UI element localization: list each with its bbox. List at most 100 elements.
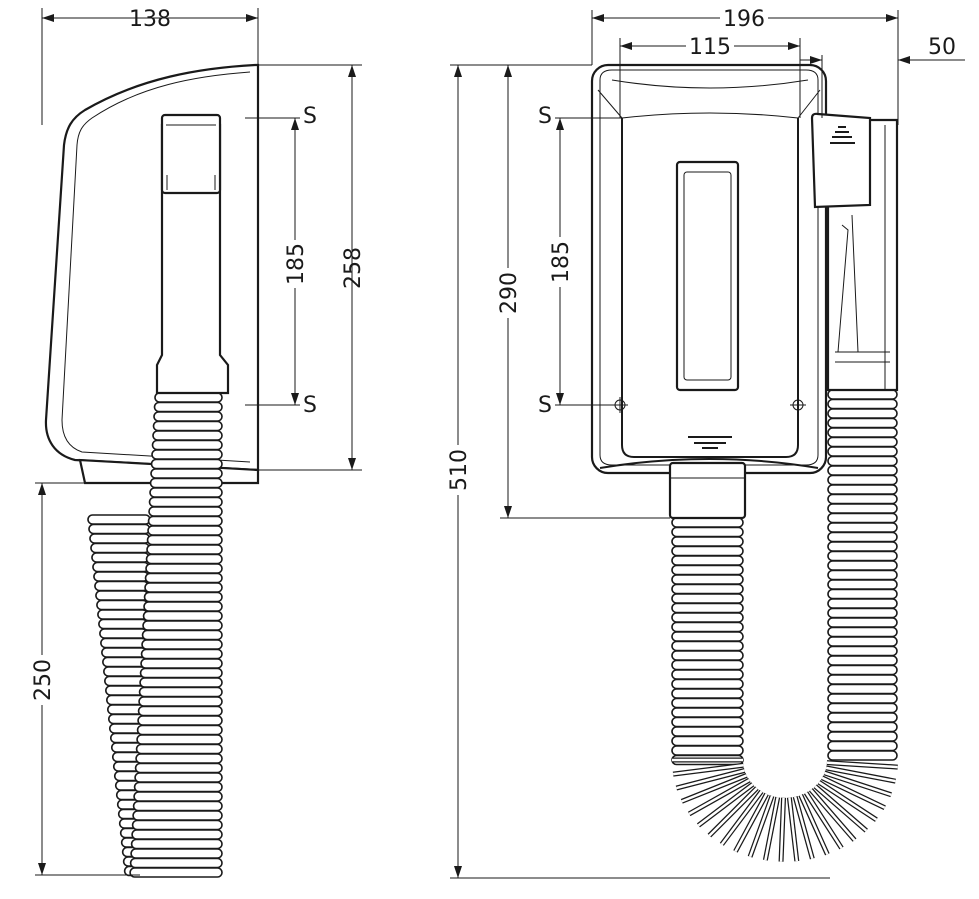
- side-handle: [155, 113, 230, 395]
- hose-ring: [91, 552, 150, 563]
- hose-ring: [827, 750, 898, 761]
- hose-ring: [129, 857, 223, 869]
- hose-ring: [827, 636, 898, 647]
- hose-ring: [827, 398, 898, 410]
- hose-ring: [827, 607, 898, 619]
- hose-ring: [671, 564, 744, 576]
- side-hose-front: [129, 392, 223, 878]
- hose-ring: [671, 631, 744, 642]
- hose-ring: [671, 669, 744, 680]
- hose-bend-ring: [793, 796, 814, 860]
- hose-ring: [827, 645, 898, 657]
- hose-ring: [145, 553, 223, 565]
- hose-ring: [827, 493, 898, 505]
- hose-bend-ring: [825, 766, 896, 783]
- total-height-label: 510: [447, 449, 472, 491]
- hose-ring: [131, 829, 223, 840]
- hose-ring: [138, 686, 223, 698]
- hose-ring: [671, 612, 744, 623]
- hose-ring: [827, 721, 898, 733]
- hose-ring: [827, 389, 898, 400]
- hose-ring: [96, 599, 149, 611]
- hose-ring: [827, 588, 898, 600]
- hose-bend-ring: [748, 795, 774, 858]
- hose-ring: [827, 569, 898, 581]
- hose-bend-ring: [824, 771, 892, 796]
- hose-ring: [144, 582, 223, 593]
- hose-ring: [827, 550, 898, 562]
- hose-ring: [827, 740, 898, 752]
- hose-ring: [137, 705, 223, 717]
- hose-bend-ring: [799, 794, 829, 855]
- hose-ring: [137, 715, 223, 726]
- hose-ring: [98, 618, 148, 630]
- hose-ring: [150, 468, 223, 479]
- hose-ring: [827, 655, 898, 666]
- hose-ring: [140, 658, 223, 669]
- hose-bend-ring: [814, 785, 868, 832]
- hose-ring: [827, 503, 898, 514]
- hose-bend-ring: [720, 790, 763, 846]
- hose-ring: [671, 688, 744, 699]
- hose-ring: [827, 408, 898, 419]
- hose-ring: [94, 580, 149, 592]
- hose-ring: [827, 617, 898, 628]
- hose-ring: [135, 743, 223, 755]
- hose-ring: [141, 629, 223, 641]
- hose-ring: [671, 735, 744, 747]
- hose-ring: [146, 544, 223, 555]
- hose-ring: [827, 474, 898, 486]
- hose-ring: [152, 420, 223, 432]
- hose-ring: [671, 517, 744, 528]
- side-mount-marker-bottom: S: [303, 393, 317, 418]
- hose-ring: [143, 591, 223, 603]
- hose-ring: [827, 560, 898, 571]
- hose-ring: [827, 417, 898, 429]
- hose-bend-ring: [708, 787, 758, 837]
- hose-ring: [827, 664, 898, 676]
- hose-ring: [140, 648, 223, 660]
- hose-ring: [134, 772, 223, 783]
- hose-ring: [827, 598, 898, 609]
- hose-ring: [135, 753, 223, 764]
- side-view: 138 258 185 S S 250: [30, 7, 366, 878]
- hose-ring: [827, 579, 898, 590]
- hose-ring: [142, 610, 223, 622]
- hose-ring: [671, 574, 744, 585]
- front-inner-width-label: 115: [689, 35, 731, 60]
- hose-ring: [138, 696, 223, 707]
- hose-bend-ring: [788, 797, 799, 862]
- hose-ring: [827, 683, 898, 695]
- hose-ring: [97, 609, 149, 620]
- hose-ring: [100, 637, 148, 649]
- hose-ring: [130, 838, 223, 850]
- side-mount-marker-top: S: [303, 104, 317, 129]
- hose-ring: [671, 726, 744, 737]
- hose-ring: [148, 496, 223, 508]
- hose-ring: [139, 667, 223, 679]
- hose-bend-ring: [809, 788, 856, 841]
- hose-ring: [827, 731, 898, 742]
- hose-ring: [151, 439, 223, 451]
- hose-ring: [154, 392, 223, 403]
- hose-bend-ring: [697, 783, 754, 827]
- hose-ring: [827, 702, 898, 714]
- side-mount-spacing-label: 185: [284, 243, 309, 285]
- hose-ring: [671, 716, 744, 728]
- hose-ring: [152, 430, 223, 441]
- hose-ring: [95, 590, 149, 601]
- hose-bend-ring: [681, 774, 748, 803]
- hose-ring: [88, 523, 151, 535]
- hose-ring: [131, 819, 223, 831]
- front-view: 196 115 50 510 290 185 S S: [446, 6, 965, 879]
- hose-ring: [101, 647, 148, 658]
- hose-ring: [136, 724, 223, 736]
- hose-ring: [671, 545, 744, 557]
- hose-bend-ring: [821, 776, 886, 809]
- front-mount-marker-bottom: S: [538, 393, 552, 418]
- hose-ring: [89, 533, 151, 544]
- hose-ring: [132, 800, 223, 812]
- hose-ring: [147, 515, 223, 527]
- hose-ring: [102, 656, 147, 668]
- hose-ring: [671, 659, 744, 671]
